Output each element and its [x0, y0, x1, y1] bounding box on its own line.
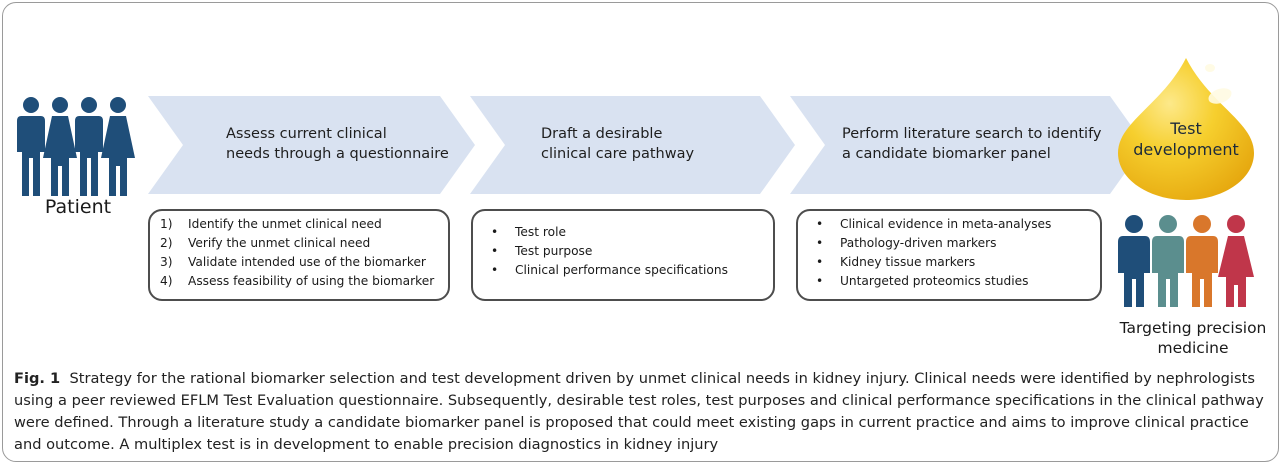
- figure-caption: Fig. 1 Strategy for the rational biomark…: [14, 368, 1276, 456]
- list-item: 3)Validate intended use of the biomarker: [160, 255, 426, 269]
- test-development-label: Test development: [1122, 118, 1250, 160]
- step-3-details-box: •Clinical evidence in meta-analyses •Pat…: [796, 209, 1102, 301]
- step-1-title: Assess current clinical needs through a …: [226, 124, 449, 164]
- list-item: 2)Verify the unmet clinical need: [160, 236, 371, 250]
- test-development-drop-icon: [1118, 58, 1254, 200]
- list-item: •Clinical performance specifications: [491, 263, 728, 277]
- targeting-precision-medicine-label: Targeting precision medicine: [1112, 318, 1274, 358]
- targeting-label-line2: medicine: [1157, 339, 1229, 357]
- diverse-people-icon: [1118, 215, 1254, 307]
- step-2-title-line2: clinical care pathway: [541, 146, 695, 162]
- step-1-title-line2: needs through a questionnaire: [226, 146, 449, 162]
- list-item: 1)Identify the unmet clinical need: [160, 217, 382, 231]
- step-arrow-3: [790, 96, 1145, 194]
- test-development-label-line2: development: [1133, 140, 1239, 159]
- test-development-label-line1: Test: [1170, 119, 1202, 138]
- list-item: •Clinical evidence in meta-analyses: [816, 217, 1052, 231]
- step-3-title-line1: Perform literature search to identify: [842, 126, 1102, 142]
- step-2-details-box: •Test role •Test purpose •Clinical perfo…: [471, 209, 775, 301]
- step-arrow-1: [148, 96, 475, 194]
- targeting-label-line1: Targeting precision: [1119, 319, 1267, 337]
- patient-group-icon: [17, 97, 135, 196]
- list-item: •Untargeted proteomics studies: [816, 274, 1029, 288]
- step-3-title-line2: a candidate biomarker panel: [842, 146, 1051, 162]
- step-2-title-line1: Draft a desirable: [541, 126, 663, 142]
- step-2-title: Draft a desirable clinical care pathway: [541, 124, 694, 164]
- caption-text: Strategy for the rational biomarker sele…: [14, 370, 1264, 453]
- list-item: •Test purpose: [491, 244, 593, 258]
- list-item: 4)Assess feasibility of using the biomar…: [160, 274, 435, 288]
- step-3-title: Perform literature search to identify a …: [842, 124, 1102, 164]
- list-item: •Kidney tissue markers: [816, 255, 976, 269]
- step-arrow-2: [470, 96, 795, 194]
- step-1-details-box: 1)Identify the unmet clinical need 2)Ver…: [148, 209, 450, 301]
- step-1-title-line1: Assess current clinical: [226, 126, 387, 142]
- patient-label: Patient: [44, 196, 112, 218]
- figure-label: Fig. 1: [14, 370, 61, 387]
- list-item: •Pathology-driven markers: [816, 236, 997, 250]
- figure-frame: [2, 2, 1279, 462]
- list-item: •Test role: [491, 225, 566, 239]
